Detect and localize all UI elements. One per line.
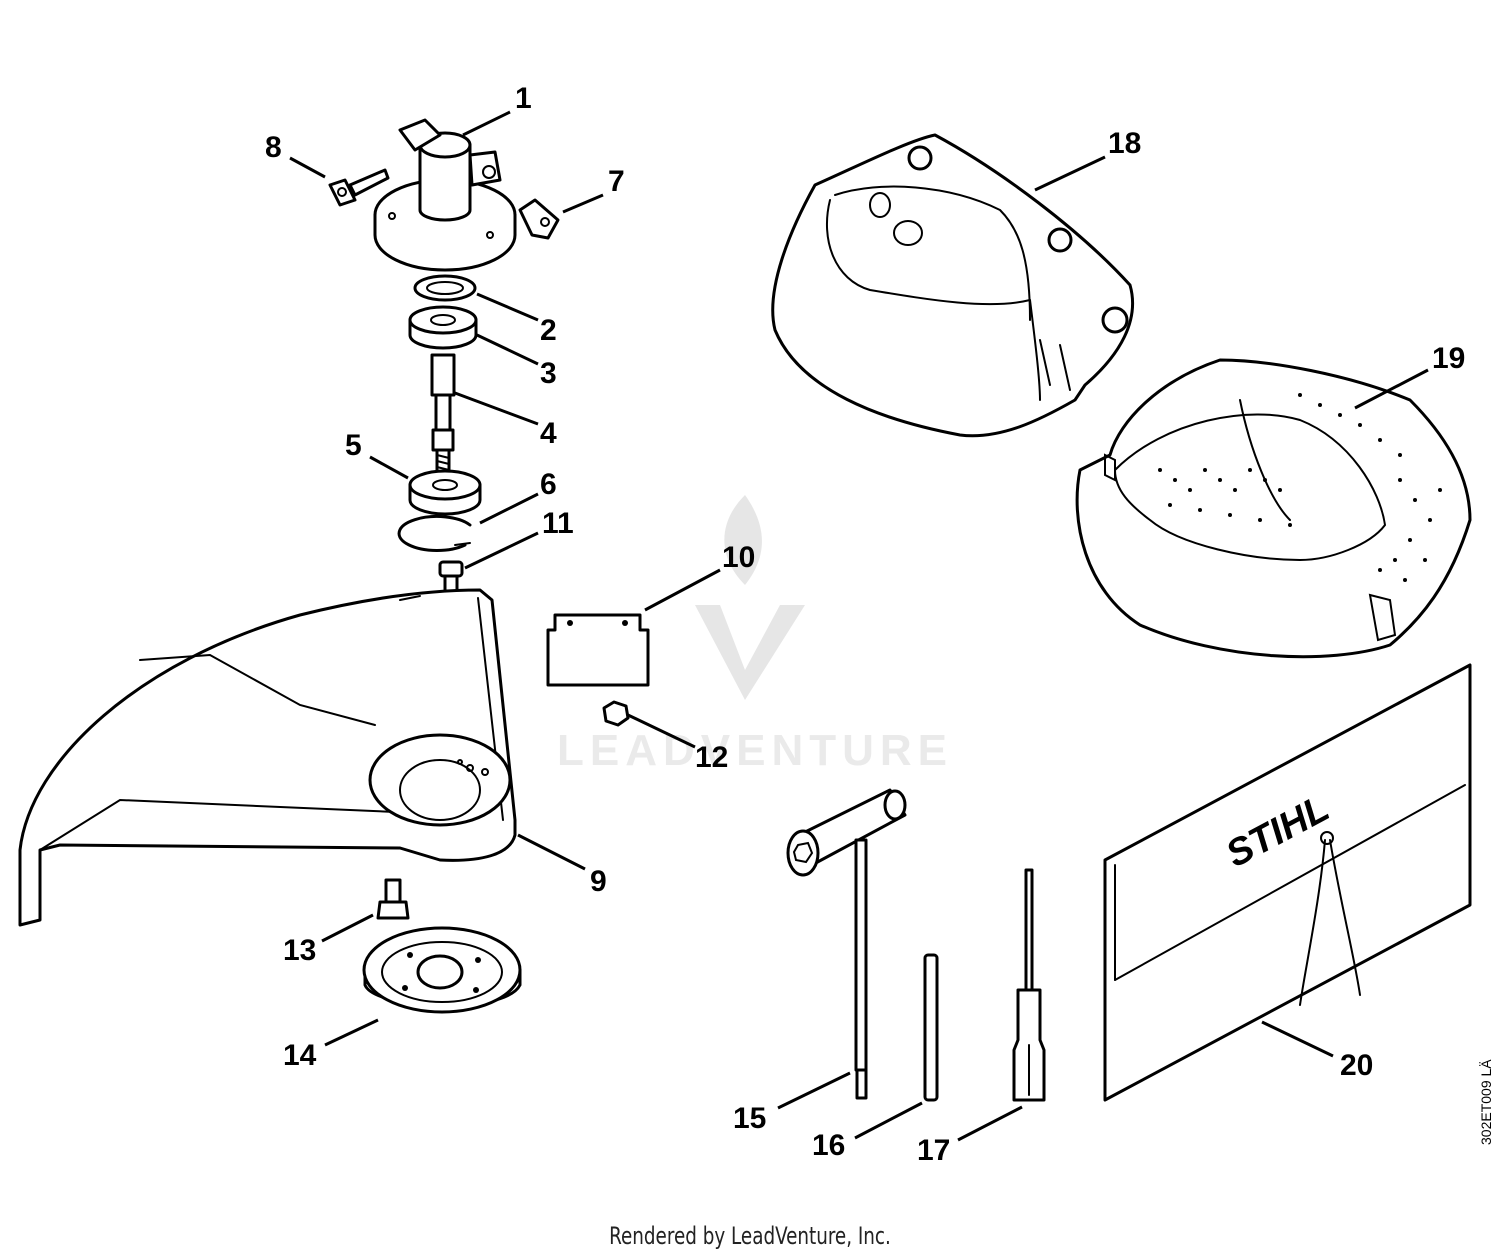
callout-10: 10: [722, 541, 755, 574]
part-4-spindle: [430, 353, 456, 474]
callout-3: 3: [540, 357, 557, 390]
part-15-wrench: [786, 788, 907, 1100]
part-20-pouch: STIHL: [1103, 663, 1472, 1102]
drawing-code: 302ET009 LÄ: [1478, 1059, 1494, 1145]
watermark-v-icon: [695, 605, 805, 700]
callout-2: 2: [540, 314, 557, 347]
callout-14: 14: [283, 1039, 317, 1072]
callout-13: 13: [283, 934, 316, 967]
watermark: LEADVENTURE: [557, 495, 953, 775]
part-6-circlip: [397, 514, 472, 552]
part-5-bearing: [408, 469, 482, 516]
part-16-pin: [923, 953, 939, 1102]
callout-8: 8: [265, 131, 282, 164]
part-9-deflector: [18, 588, 517, 927]
watermark-flame-icon: [724, 495, 762, 585]
callout-11: 11: [542, 507, 574, 540]
part-1-gear-head: [373, 118, 517, 272]
part-3-bearing: [408, 305, 478, 350]
part-2-washer: [413, 274, 477, 302]
part-17-screwdriver: [1012, 868, 1046, 1102]
callout-12: 12: [695, 741, 728, 774]
callout-1: 1: [515, 82, 532, 115]
callout-20: 20: [1340, 1049, 1373, 1082]
callout-7: 7: [608, 165, 625, 198]
part-14-thrust-plate: [362, 926, 522, 1014]
part-18-visor: [771, 133, 1135, 438]
part-13-screw: [376, 878, 410, 920]
callout-19: 19: [1432, 342, 1465, 375]
part-19-goggles: [1075, 358, 1472, 659]
callout-9: 9: [590, 865, 607, 898]
part-10-plate: [546, 613, 650, 687]
callout-16: 16: [812, 1129, 845, 1162]
footer-credit: Rendered by LeadVenture, Inc.: [609, 1222, 891, 1250]
callout-18: 18: [1108, 127, 1141, 160]
callout-17: 17: [917, 1134, 950, 1167]
callout-5: 5: [345, 429, 362, 462]
callout-4: 4: [540, 417, 557, 450]
part-8-screw: [328, 168, 390, 207]
part-12-nut: [602, 700, 630, 727]
leader-lines: [289, 110, 1429, 1142]
callout-15: 15: [733, 1102, 766, 1135]
watermark-text: LEADVENTURE: [557, 726, 953, 775]
callouts: 1 2 3 4 5 6 7 8 9 10 11 12 13 14 15 16 1…: [265, 82, 1465, 1167]
part-7-screw: [518, 198, 560, 240]
callout-6: 6: [540, 468, 557, 501]
